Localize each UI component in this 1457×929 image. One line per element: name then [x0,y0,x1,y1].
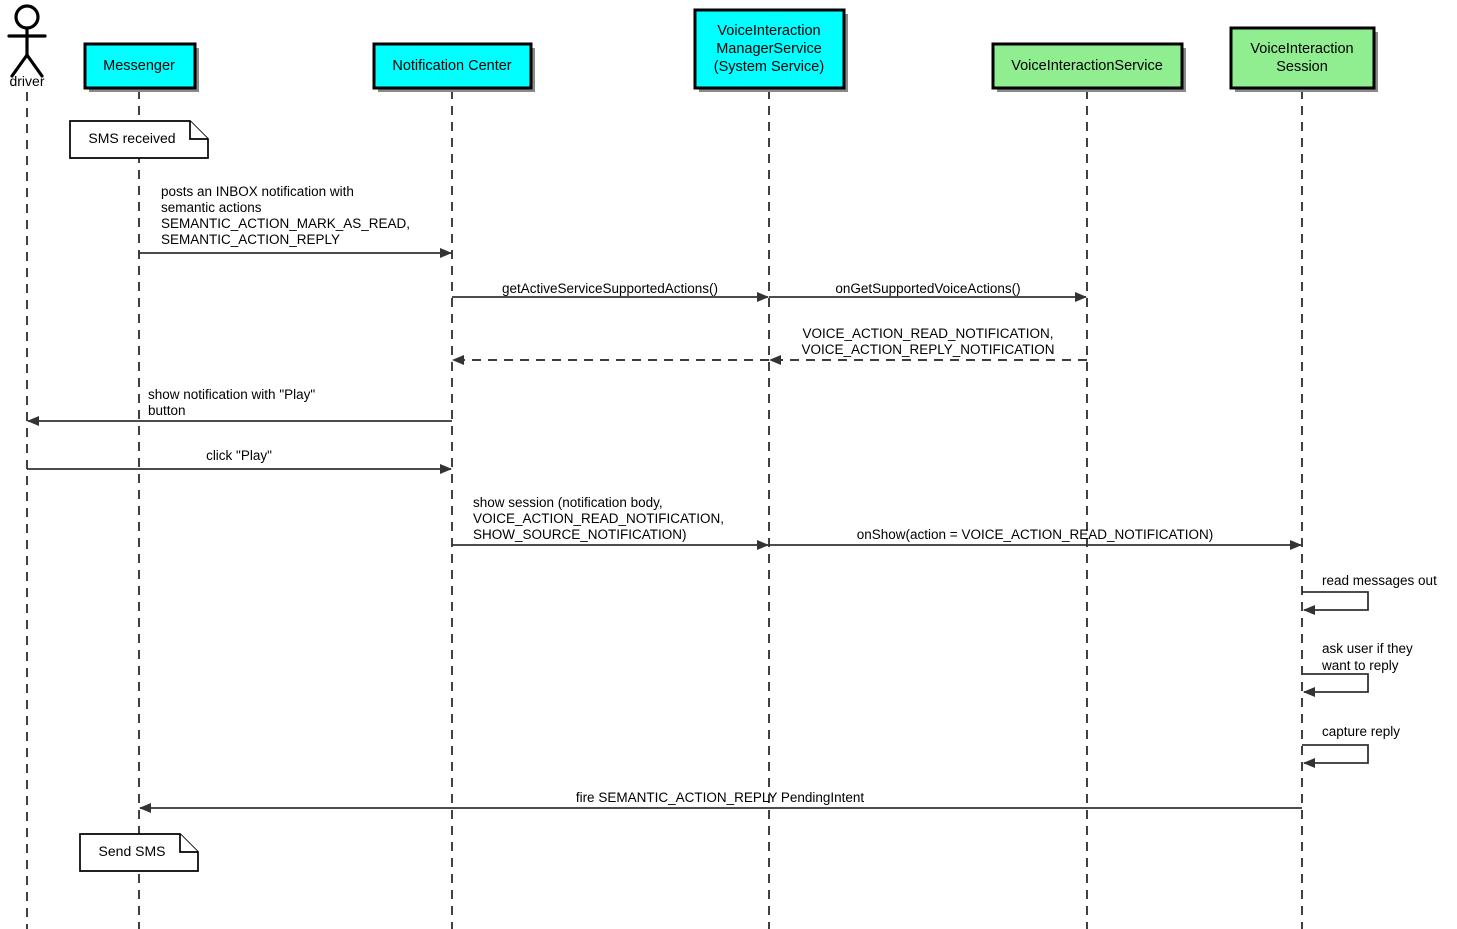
participant-label: Session [1276,59,1328,75]
message-msg-click-play[interactable]: click "Play" [27,448,452,474]
message-label: getActiveServiceSupportedActions() [502,281,718,296]
self-call-arrow [1302,591,1369,615]
message-msg-get-active-service-supported-actions[interactable]: getActiveServiceSupportedActions() [452,281,769,302]
message-label: SHOW_SOURCE_NOTIFICATION) [473,527,687,542]
lifelines-layer [26,90,1303,929]
participant-box [372,42,533,90]
message-msg-show-session[interactable]: show session (notification body,VOICE_AC… [452,495,769,550]
participant-label: VoiceInteractionService [1011,58,1163,74]
self-call-label: ask user if they [1322,641,1413,656]
message-label: onShow(action = VOICE_ACTION_READ_NOTIFI… [857,527,1213,542]
participant-messenger[interactable]: Messenger [83,42,199,92]
message-label: onGetSupportedVoiceActions() [835,281,1020,296]
message-label: VOICE_ACTION_READ_NOTIFICATION, [473,511,724,526]
actor-label: driver [9,73,44,89]
message-label: VOICE_ACTION_READ_NOTIFICATION, [802,326,1053,341]
participant-label: Messenger [103,58,175,74]
note-fold-corner-icon [179,834,198,853]
message-label: click "Play" [206,448,272,463]
message-label: VOICE_ACTION_REPLY_NOTIFICATION [801,342,1054,357]
self-call-label: want to reply [1321,658,1399,673]
participant-label: Notification Center [392,58,511,74]
message-label: posts an INBOX notification with [161,184,354,199]
message-msg-on-get-supported-voice-actions[interactable]: onGetSupportedVoiceActions() [769,281,1087,302]
self-call-arrow [1302,673,1369,697]
actor-layer: driver [7,4,47,89]
self-call-selfcall-capture-reply[interactable]: capture reply [1302,724,1400,768]
participant-box [991,42,1184,90]
note-note-send-sms[interactable]: Send SMS [79,833,199,872]
participant-box [83,42,197,90]
note-label: Send SMS [99,843,166,859]
participant-label: (System Service) [714,59,824,75]
actor-left-leg-icon [10,53,29,78]
actor-right-leg-icon [25,53,44,78]
participant-label: VoiceInteraction [717,23,820,39]
participant-notification-center[interactable]: Notification Center [372,42,535,92]
message-msg-post-inbox-notification[interactable]: posts an INBOX notification withsemantic… [139,184,452,258]
participant-voice-interaction-service[interactable]: VoiceInteractionService [991,42,1186,92]
participant-label: ManagerService [716,41,822,57]
self-call-label: capture reply [1322,724,1400,739]
message-label: SEMANTIC_ACTION_MARK_AS_READ, [161,216,410,231]
self-calls-layer: read messages out ask user if they want to… [1302,573,1437,768]
message-msg-return-voice-actions-to-vims[interactable]: VOICE_ACTION_READ_NOTIFICATION,VOICE_ACT… [769,326,1087,365]
message-msg-show-notification-with-play-button[interactable]: show notification with "Play"button [27,387,452,426]
actor-driver[interactable]: driver [7,4,47,89]
messages-layer: posts an INBOX notification withsemantic… [27,184,1302,813]
note-note-sms-received[interactable]: SMS received [69,120,209,159]
participants-layer: Messenger Notification Center VoiceInterac… [83,8,1378,92]
message-msg-on-show[interactable]: onShow(action = VOICE_ACTION_READ_NOTIFI… [769,527,1302,550]
message-label: show notification with "Play" [148,387,315,402]
message-msg-fire-semantic-action-reply-pending-intent[interactable]: fire SEMANTIC_ACTION_REPLY PendingIntent [139,790,1302,813]
participant-box [693,8,846,90]
actor-head-icon [14,4,40,30]
message-label: semantic actions [161,200,262,215]
note-fold-corner-icon [189,121,208,140]
participant-box [1229,26,1376,90]
note-label: SMS received [88,130,175,146]
note-body [79,833,199,872]
note-body [69,120,209,159]
self-call-label: read messages out [1322,573,1437,588]
participant-label: VoiceInteraction [1250,41,1353,57]
message-label: fire SEMANTIC_ACTION_REPLY PendingIntent [576,790,865,805]
self-call-arrow [1302,744,1369,768]
message-label: button [148,403,186,418]
self-call-selfcall-read-messages-out[interactable]: read messages out [1302,573,1437,615]
message-label: show session (notification body, [473,495,663,510]
self-call-selfcall-ask-user-if-they-want-to-reply[interactable]: ask user if they want to reply [1302,641,1413,697]
message-label: SEMANTIC_ACTION_REPLY [161,232,340,247]
